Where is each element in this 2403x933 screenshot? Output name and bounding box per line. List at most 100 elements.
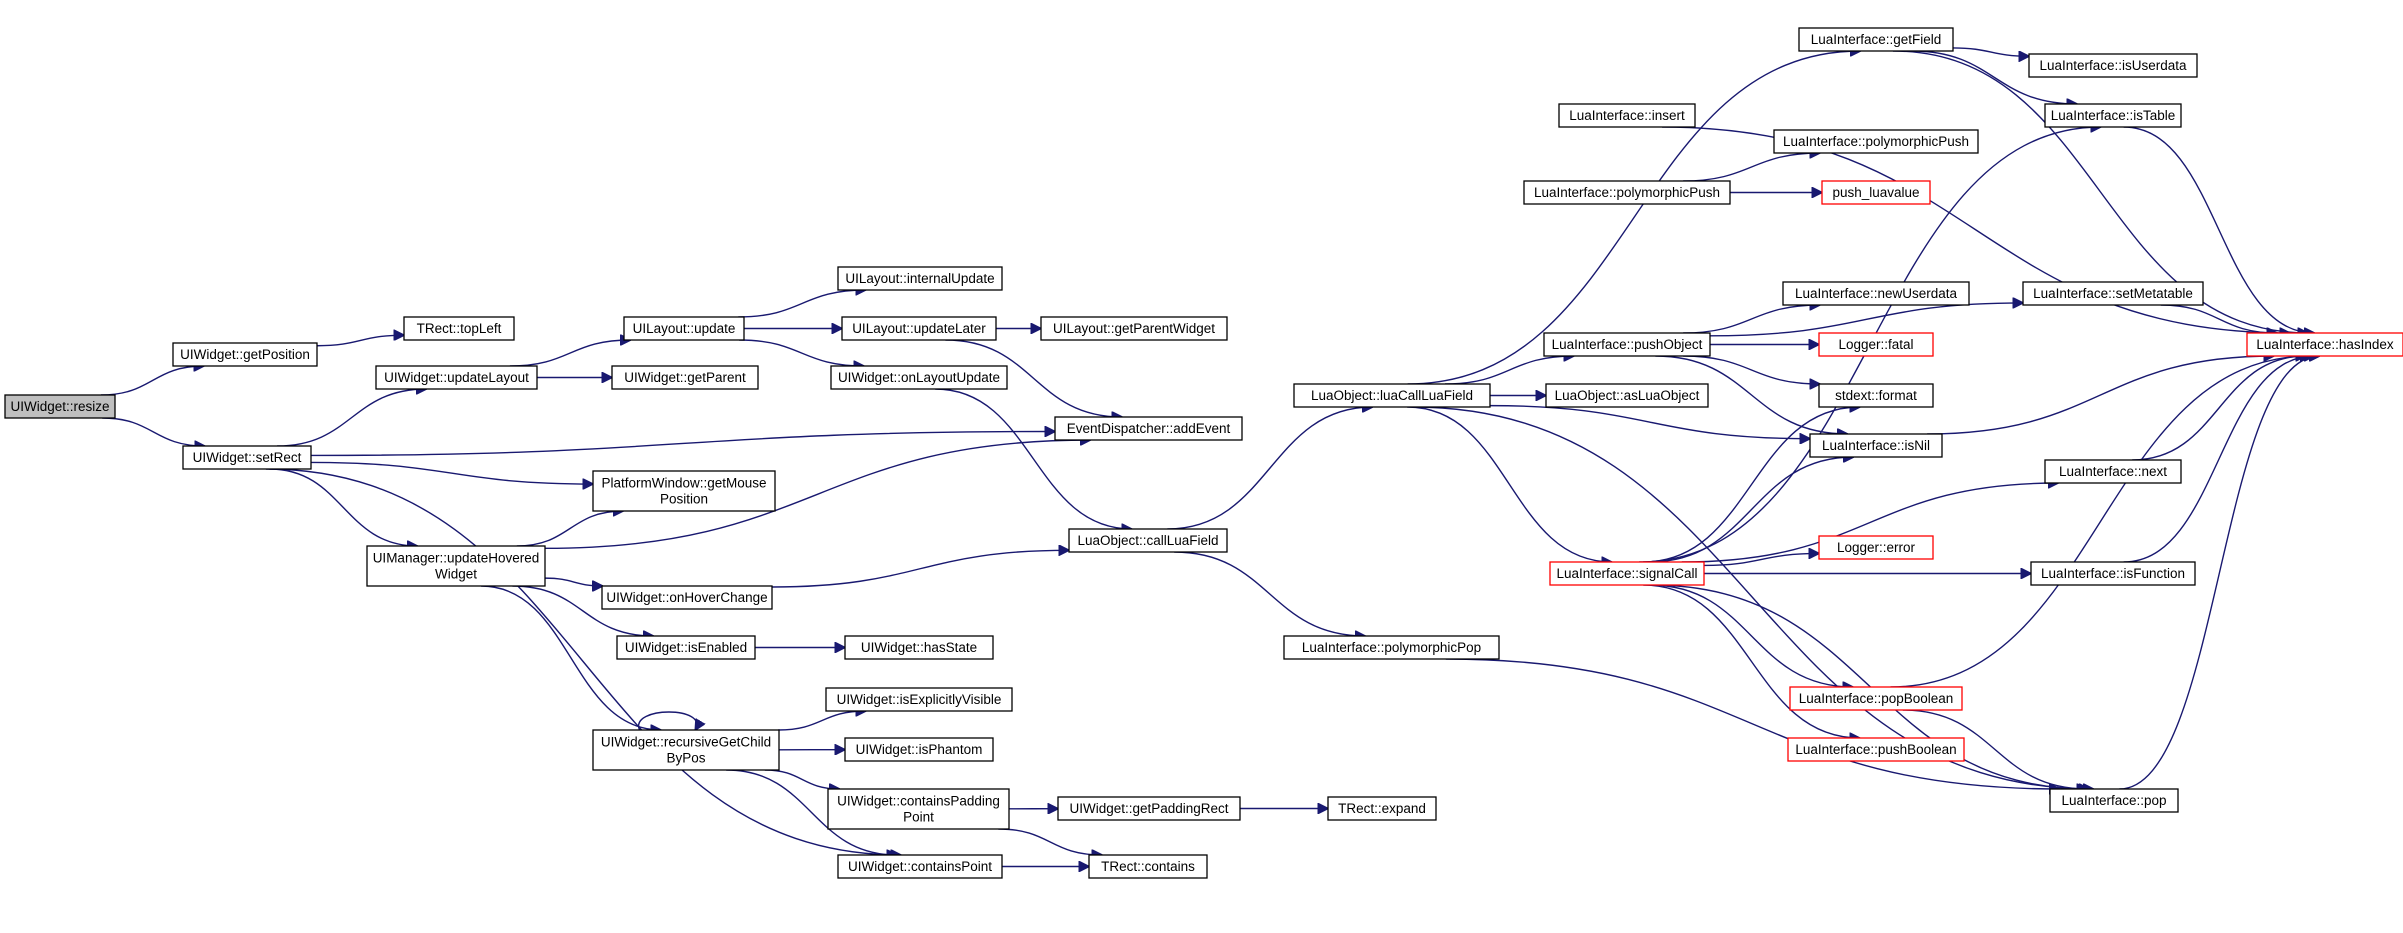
node-box-isTable: [2044, 103, 2182, 128]
node-label-isNil: LuaInterface::isNil: [1822, 438, 1930, 453]
node-isPhantom[interactable]: UIWidget::isPhantom: [844, 737, 994, 762]
node-box-getMousePosition: [592, 470, 776, 512]
node-box-layoutUpdate: [623, 316, 745, 341]
edge-luaCallLuaField-to-pop: [1412, 406, 2094, 789]
node-expand[interactable]: TRect::expand: [1327, 796, 1437, 821]
edge-containsPaddingPoint-to-tContains: [998, 828, 1102, 855]
node-label-asLuaObject: LuaObject::asLuaObject: [1555, 388, 1700, 403]
node-polymorphicPop[interactable]: LuaInterface::polymorphicPop: [1283, 635, 1500, 660]
edge-isTable-to-hasIndex: [2123, 126, 2315, 333]
edge-setMetatable-to-hasIndex: [2160, 304, 2277, 333]
edge-updateHoveredWidget-to-recursiveGetChildByPos: [480, 585, 661, 730]
node-hasState[interactable]: UIWidget::hasState: [844, 635, 994, 660]
node-updateLayout[interactable]: UIWidget::updateLayout: [375, 365, 538, 390]
edge-layoutUpdate-to-onLayoutUpdate: [739, 339, 864, 366]
node-getParent[interactable]: UIWidget::getParent: [611, 365, 759, 390]
node-setRect[interactable]: UIWidget::setRect: [182, 445, 312, 470]
node-setMetatable[interactable]: LuaInterface::setMetatable: [2022, 281, 2204, 306]
node-label-updateLayout: UIWidget::updateLayout: [384, 370, 529, 385]
node-label-insert: LuaInterface::insert: [1569, 108, 1685, 123]
node-addEvent[interactable]: EventDispatcher::addEvent: [1054, 416, 1243, 441]
node-pushObject[interactable]: LuaInterface::pushObject: [1543, 332, 1711, 357]
node-loggerFatal[interactable]: Logger::fatal: [1818, 332, 1934, 357]
node-polymorphicPush2[interactable]: LuaInterface::polymorphicPush: [1773, 129, 1979, 154]
edge-setRect-to-addEvent: [310, 432, 1055, 457]
node-box-isEnabled: [616, 635, 756, 660]
node-box-asLuaObject: [1545, 383, 1709, 408]
node-pushBoolean[interactable]: LuaInterface::pushBoolean: [1787, 737, 1965, 762]
node-tContains[interactable]: TRect::contains: [1088, 854, 1208, 879]
node-popBoolean[interactable]: LuaInterface::popBoolean: [1789, 686, 1963, 711]
edge-signalCall-to-isNil: [1649, 457, 1853, 563]
edge-pushObject-to-isNil: [1655, 355, 1847, 434]
node-box-polymorphicPush: [1523, 180, 1731, 205]
node-isFunction[interactable]: LuaInterface::isFunction: [2030, 561, 2196, 586]
node-isEnabled[interactable]: UIWidget::isEnabled: [616, 635, 756, 660]
node-getParentWidget[interactable]: UILayout::getParentWidget: [1040, 316, 1228, 341]
node-internalUpdate[interactable]: UILayout::internalUpdate: [837, 266, 1003, 291]
node-layoutUpdate[interactable]: UILayout::update: [623, 316, 745, 341]
node-callLuaField[interactable]: LuaObject::callLuaField: [1068, 528, 1228, 553]
edge-next-to-hasIndex: [2132, 356, 2306, 461]
node-label-getParentWidget: UILayout::getParentWidget: [1053, 321, 1215, 336]
node-label-getPaddingRect: UIWidget::getPaddingRect: [1069, 801, 1228, 816]
node-box-pushLuavalue: [1821, 180, 1931, 205]
node-pop[interactable]: LuaInterface::pop: [2049, 788, 2179, 813]
node-hasIndex[interactable]: LuaInterface::hasIndex: [2246, 332, 2403, 357]
node-getPaddingRect[interactable]: UIWidget::getPaddingRect: [1057, 796, 1241, 821]
node-isTable[interactable]: LuaInterface::isTable: [2044, 103, 2182, 128]
edge-updateHoveredWidget-to-getMousePosition: [516, 511, 623, 547]
node-next[interactable]: LuaInterface::next: [2044, 459, 2182, 484]
node-getField[interactable]: LuaInterface::getField: [1798, 27, 1954, 52]
node-topLeft[interactable]: TRect::topLeft: [403, 316, 515, 341]
node-isNil[interactable]: LuaInterface::isNil: [1809, 433, 1943, 458]
edge-callLuaField-to-polymorphicPop: [1174, 551, 1365, 636]
node-newUserdata[interactable]: LuaInterface::newUserdata: [1782, 281, 1970, 306]
node-onLayoutUpdate[interactable]: UIWidget::onLayoutUpdate: [830, 365, 1008, 390]
node-signalCall[interactable]: LuaInterface::signalCall: [1549, 561, 1705, 586]
node-luaCallLuaField[interactable]: LuaObject::luaCallLuaField: [1293, 383, 1491, 408]
node-stdextFormat[interactable]: stdext::format: [1818, 383, 1934, 408]
edge-callLuaField-to-luaCallLuaField: [1167, 407, 1372, 530]
node-box-isFunction: [2030, 561, 2196, 586]
node-label-hasState: UIWidget::hasState: [861, 640, 977, 655]
node-label-pushObject: LuaInterface::pushObject: [1552, 337, 1703, 352]
node-box-loggerFatal: [1818, 332, 1934, 357]
node-polymorphicPush[interactable]: LuaInterface::polymorphicPush: [1523, 180, 1731, 205]
node-pushLuavalue[interactable]: push_luavalue: [1821, 180, 1931, 205]
node-label-setRect: UIWidget::setRect: [193, 450, 302, 465]
node-box-insert: [1558, 103, 1696, 128]
node-label-getMousePosition-line-2: Position: [660, 492, 708, 507]
node-label-next: LuaInterface::next: [2059, 464, 2167, 479]
node-box-newUserdata: [1782, 281, 1970, 306]
node-isExplicitlyVisible[interactable]: UIWidget::isExplicitlyVisible: [825, 687, 1013, 712]
edge-pushObject-to-stdextFormat: [1683, 355, 1820, 384]
node-label-getParent: UIWidget::getParent: [624, 370, 746, 385]
node-label-topLeft: TRect::topLeft: [417, 321, 502, 336]
node-updateLater[interactable]: UILayout::updateLater: [841, 316, 997, 341]
node-isUserdata[interactable]: LuaInterface::isUserdata: [2028, 53, 2198, 78]
edge-recursiveGetChildByPos-to-recursiveGetChildByPos: [638, 711, 697, 730]
node-box-getPaddingRect: [1057, 796, 1241, 821]
node-box-signalCall: [1549, 561, 1705, 586]
edge-getPosition-to-topLeft: [316, 335, 404, 347]
node-label-getPosition: UIWidget::getPosition: [180, 347, 310, 362]
edge-setRect-to-updateHoveredWidget: [269, 468, 417, 546]
node-layer: UIWidget::resize UIWidget::getPositionUIW…: [4, 27, 2403, 879]
node-label-newUserdata: LuaInterface::newUserdata: [1795, 286, 1958, 301]
node-insert[interactable]: LuaInterface::insert: [1558, 103, 1696, 128]
node-box-resize: [4, 394, 116, 419]
node-box-isNil: [1809, 433, 1943, 458]
node-box-addEvent: [1054, 416, 1243, 441]
node-getPosition[interactable]: UIWidget::getPosition: [172, 342, 318, 367]
node-containsPoint[interactable]: UIWidget::containsPoint: [837, 854, 1003, 879]
node-label-stdextFormat: stdext::format: [1835, 388, 1917, 403]
node-onHoverChange[interactable]: UIWidget::onHoverChange: [601, 585, 773, 610]
node-loggerError[interactable]: Logger::error: [1818, 535, 1934, 560]
node-resize[interactable]: UIWidget::resize: [4, 394, 116, 419]
node-asLuaObject[interactable]: LuaObject::asLuaObject: [1545, 383, 1709, 408]
